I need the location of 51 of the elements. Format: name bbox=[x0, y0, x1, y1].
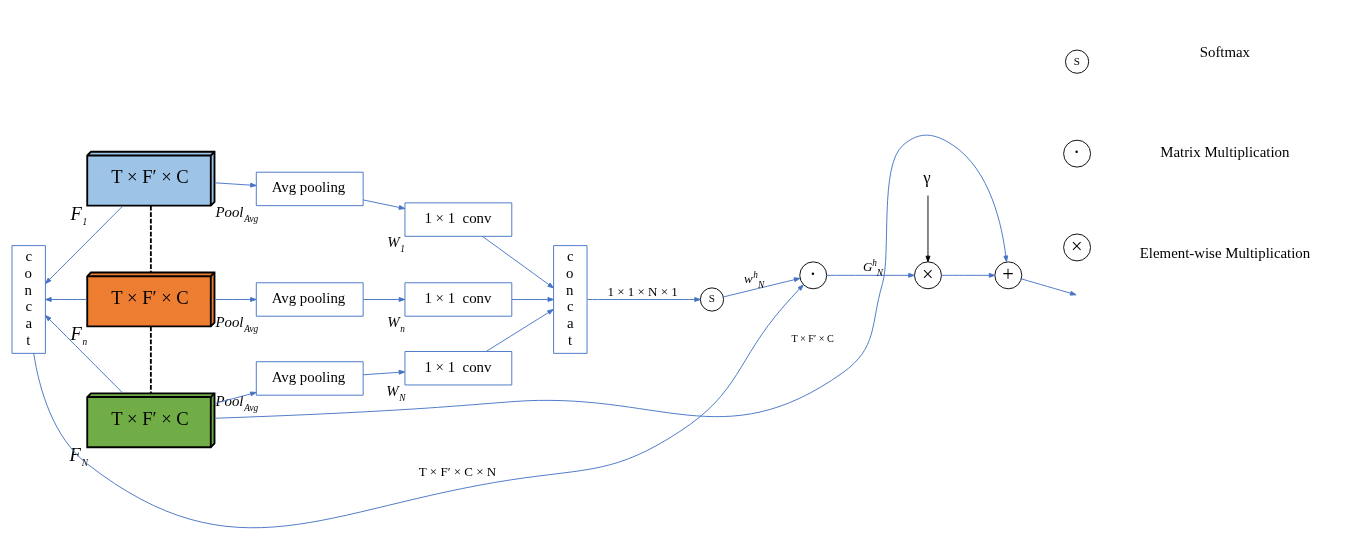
label: T × F′ × C bbox=[791, 333, 834, 345]
node-box: concat bbox=[11, 245, 46, 354]
arrow bbox=[1021, 278, 1077, 296]
node-circle: S bbox=[1065, 49, 1090, 74]
arrow bbox=[45, 297, 88, 302]
arrow bbox=[33, 284, 804, 529]
arrow bbox=[45, 315, 124, 394]
node-text: γ bbox=[923, 167, 931, 187]
node-label: W$_{n}$ bbox=[387, 314, 405, 335]
edge-label: T × F′ × C × N bbox=[418, 464, 497, 480]
node-box: 1 × 1 conv bbox=[404, 202, 513, 237]
node-label: F$_{1}$ bbox=[70, 202, 88, 227]
node-label: W$_{1}$ bbox=[387, 234, 405, 255]
node-label: W$_{N}$ bbox=[386, 382, 406, 403]
node-box: Avg pooling bbox=[255, 171, 364, 207]
arrow bbox=[362, 199, 406, 210]
node-circle: + bbox=[994, 261, 1023, 290]
connector bbox=[149, 325, 152, 395]
node-label: Pool$_{Avg}$ bbox=[215, 393, 259, 414]
arrow bbox=[586, 297, 701, 302]
legend-label: Matrix Multiplication bbox=[1160, 144, 1290, 161]
arrow bbox=[362, 297, 406, 302]
node-box: 1 × 1 conv bbox=[404, 282, 513, 317]
node-circle: · bbox=[1063, 139, 1091, 168]
node-circle: × bbox=[914, 261, 942, 290]
arrow bbox=[485, 309, 554, 352]
arrow bbox=[45, 205, 124, 284]
arrow bbox=[925, 195, 931, 263]
arrow bbox=[511, 297, 554, 302]
arrow bbox=[941, 272, 996, 278]
arrow bbox=[481, 235, 554, 289]
arrow bbox=[826, 272, 915, 278]
connector bbox=[149, 204, 152, 274]
arrow bbox=[214, 391, 257, 404]
edge-label: 1 × 1 × N × 1 bbox=[607, 283, 678, 299]
node-box: 1 × 1 conv bbox=[404, 351, 513, 386]
arrow bbox=[723, 277, 801, 298]
arrow bbox=[362, 369, 406, 376]
node-label: F$_{N}$ bbox=[69, 444, 88, 469]
node-box: concat bbox=[553, 245, 588, 354]
legend-label: Element-wise Multiplication bbox=[1139, 244, 1311, 261]
node-label: Pool$_{Avg}$ bbox=[215, 314, 259, 335]
arrow bbox=[214, 297, 257, 302]
arrow bbox=[214, 182, 257, 188]
legend-label: Softmax bbox=[1199, 43, 1251, 60]
node-circle: × bbox=[1063, 233, 1091, 262]
node-box: Avg pooling bbox=[255, 361, 364, 396]
arrow bbox=[214, 134, 1009, 419]
node-circle: S bbox=[699, 287, 725, 312]
node-label: F$_{n}$ bbox=[70, 323, 88, 348]
node-box: Avg pooling bbox=[255, 282, 364, 317]
